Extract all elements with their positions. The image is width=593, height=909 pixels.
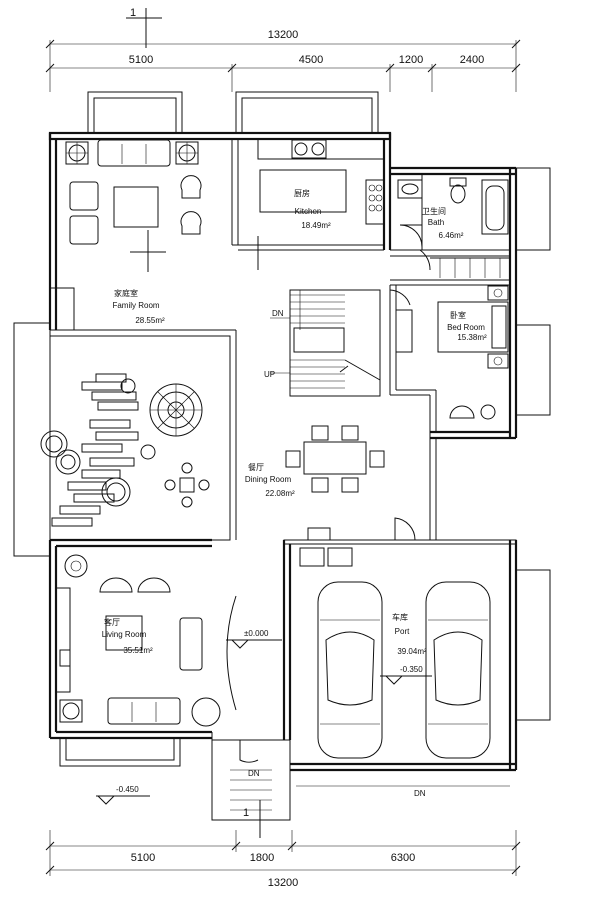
bottom-dim-3: 6300	[391, 852, 415, 864]
terrace-garden	[40, 373, 210, 527]
level-main: ±0.000	[244, 629, 269, 638]
level-garage: -0.350	[400, 665, 423, 674]
level-marks	[96, 639, 432, 805]
living-cn: 客厅	[104, 617, 120, 627]
kitchen-furniture	[257, 138, 385, 270]
family-furniture	[49, 139, 202, 331]
stair-up-label: UP	[264, 370, 275, 379]
garage-en: Port	[395, 627, 410, 636]
top-dim-4: 2400	[460, 54, 484, 66]
bath-en: Bath	[428, 218, 444, 227]
front-steps	[211, 739, 291, 821]
stair-dn-label: DN	[272, 309, 284, 318]
bath-fixtures	[397, 177, 510, 278]
section-mark-top: 1	[126, 7, 162, 48]
dining-furniture	[285, 425, 385, 541]
front-dn-label: DN	[248, 769, 260, 778]
family-room-area: 28.55m²	[135, 316, 165, 325]
bottom-dimension-lines	[45, 830, 521, 876]
bottom-dim-1: 5100	[131, 852, 155, 864]
garage-dn-label: DN	[414, 789, 426, 798]
kitchen-cn: 厨房	[294, 188, 310, 198]
bay-windows	[59, 91, 551, 767]
doors	[226, 224, 431, 763]
bedroom-area: 15.38m²	[457, 333, 487, 342]
top-dim-1: 5100	[129, 54, 153, 66]
dining-cn: 餐厅	[248, 463, 264, 472]
level-outside: -0.450	[116, 785, 139, 794]
top-dim-2: 4500	[299, 54, 323, 66]
bedroom-cn: 卧室	[450, 310, 466, 320]
family-room-en: Family Room	[112, 301, 159, 310]
garage-area: 39.04m²	[397, 647, 427, 656]
bedroom-en: Bed Room	[447, 323, 485, 332]
kitchen-en: Kitchen	[295, 207, 322, 216]
bath-area: 6.46m²	[439, 231, 464, 240]
living-en: Living Room	[102, 630, 147, 639]
section-mark-bottom: 1	[238, 800, 278, 838]
dining-area: 22.08m²	[265, 489, 295, 498]
staircase	[270, 289, 381, 397]
top-dim-3: 1200	[399, 54, 423, 66]
kitchen-area: 18.49m²	[301, 221, 331, 230]
top-total-dim: 13200	[268, 29, 299, 41]
section-mark-top-label: 1	[130, 7, 136, 19]
top-dimension-lines	[45, 39, 521, 92]
section-mark-bottom-label: 1	[243, 807, 249, 819]
garage-cn: 车库	[392, 612, 408, 622]
bottom-total-dim: 13200	[268, 877, 299, 889]
living-furniture	[55, 554, 221, 727]
bedroom-furniture	[395, 285, 509, 420]
living-area: 35.51m²	[123, 646, 153, 655]
dining-en: Dining Room	[245, 475, 292, 484]
interior-walls	[49, 139, 510, 810]
family-room-cn: 家庭室	[114, 288, 138, 298]
bath-cn: 卫生间	[422, 206, 446, 216]
bottom-dim-2: 1800	[250, 852, 274, 864]
garage-cars	[296, 547, 510, 787]
